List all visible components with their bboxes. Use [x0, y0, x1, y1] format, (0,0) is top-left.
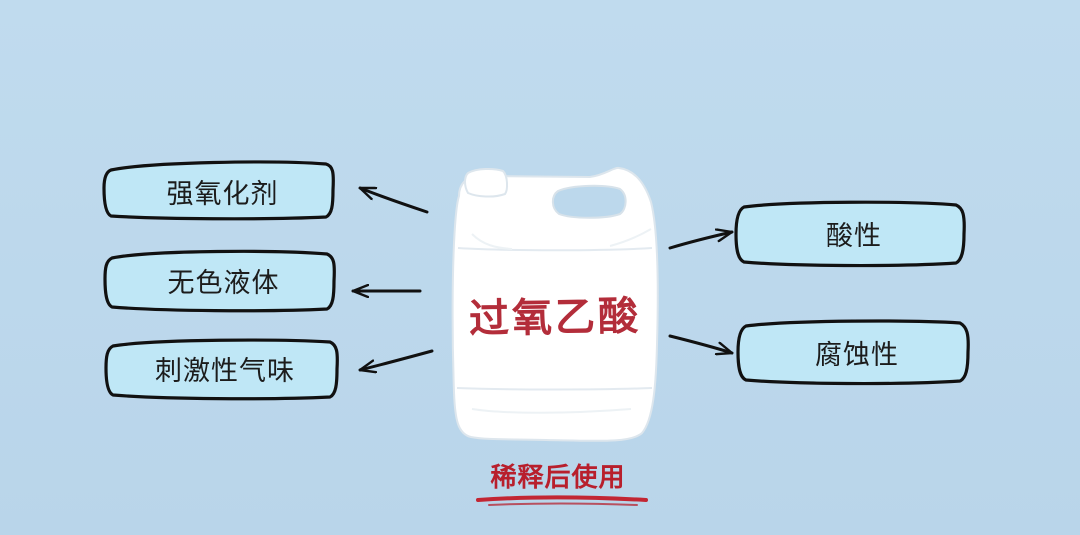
arrow-to-acidic	[668, 232, 734, 250]
property-corrosive: 腐蚀性	[815, 340, 899, 371]
property-acidic: 酸性	[826, 221, 882, 252]
arrow-to-pungent-odor	[358, 349, 434, 370]
property-box-acidic	[734, 200, 966, 268]
bottle-label: 过氧乙酸	[468, 293, 642, 343]
arrow-to-corrosive	[668, 334, 734, 353]
caption-underline	[476, 495, 648, 502]
arrow-to-strong-oxidizer	[358, 186, 429, 214]
peracetic-acid-bottle	[451, 166, 659, 442]
property-box-strong-oxidizer	[102, 160, 335, 221]
property-box-colorless-liquid	[103, 249, 336, 313]
property-pungent-odor: 刺激性气味	[155, 356, 295, 387]
property-box-pungent-odor	[104, 338, 339, 401]
property-strong-oxidizer: 强氧化剂	[166, 178, 279, 210]
caption-underline-accent	[488, 502, 638, 506]
property-box-corrosive	[736, 319, 970, 386]
dilute-before-use-caption: 稀释后使用	[490, 462, 626, 493]
property-colorless-liquid: 无色液体	[167, 268, 280, 299]
